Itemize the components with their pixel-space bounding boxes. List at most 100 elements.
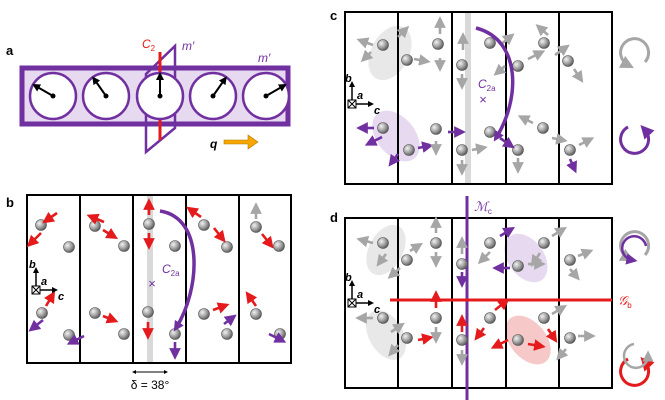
d-rotation-icon-grey-bottom [622,342,654,370]
spin-arrow [551,304,568,317]
c-axis-c: c [374,105,380,117]
spin-arrow [490,338,509,349]
panel-d-label: d [330,210,338,225]
spin-arrow [364,135,383,146]
atom-sphere [456,258,468,270]
spin-arrow [474,327,487,341]
b-grey-plane [147,195,153,363]
c-spin-arrows [356,16,595,176]
c-ellipse-purple [372,110,420,162]
d-ellipse-red [505,315,551,365]
panel-b-label: b [6,195,14,210]
atom-sphere [250,221,262,233]
c-axis-b: b [345,73,352,85]
atom-sphere [377,39,389,51]
c-grey-plane [465,12,471,184]
b-cell-frame [26,194,292,364]
spin-arrow [245,291,258,307]
spin-arrow [360,49,374,63]
atom-sphere [221,328,233,340]
atom-sphere [118,240,130,252]
d-ellipse-grey-top [366,224,406,276]
c-c2a-label: C2a [478,77,496,93]
spin-arrow [260,233,274,249]
b-atoms [35,218,286,341]
spin-arrow [477,251,491,265]
atom-sphere [537,122,549,134]
atom-sphere [512,334,524,346]
panel-c: c C2a × b a c [330,8,655,185]
spin-arrow [42,211,58,224]
spin-arrow [578,137,595,148]
d-rotation-icon-red [619,356,655,387]
spin-arrow [376,253,389,267]
spin-arrow [43,290,56,307]
b-axis-glyph: b a c [29,259,64,303]
atom-sphere [377,122,389,134]
panel-a-label: a [6,43,14,58]
atom-sphere [198,308,210,320]
m-prime-label-2: m′ [258,51,271,65]
spin-arrow [417,141,434,153]
atom-sphere [198,219,210,231]
atom-sphere [430,312,442,324]
spin-arrow [223,314,237,327]
c2-label: C2 [142,37,156,53]
atom-sphere [221,241,233,253]
b-dividers [79,195,240,363]
spin-arrow [471,143,488,155]
atom-sphere [401,254,413,266]
mirror-plane-m-prime [144,43,177,155]
spin-arrow [499,226,516,239]
atom-sphere [142,306,154,318]
atom-sphere [169,328,181,340]
atom-sphere [456,59,468,71]
spin-arrow [102,312,119,324]
spin-arrow [28,318,44,332]
spin-arrow [212,302,230,314]
q-vector-arrow [223,134,259,150]
spin-arrow [417,333,434,345]
c-axis-a: a [357,90,363,102]
spin-arrow [527,339,546,351]
atom-sphere [250,308,262,320]
d-cell-frame [344,217,613,389]
spin-arrow [212,227,226,243]
spin-arrow [494,298,510,312]
atom-sphere [377,312,389,324]
atom-sphere [377,237,389,249]
b-c2a-label: C2a [162,262,180,278]
spin-arrow [268,332,287,343]
b-c2a-rotation-arrow [159,209,196,332]
atom-sphere [564,254,576,266]
atom-sphere [118,328,130,340]
d-spin-arrows [355,216,596,366]
atom-sphere [63,241,75,253]
mc-label: ℳc [474,199,492,216]
gb-label: 𝒢b [618,293,632,310]
spin-arrow [530,252,543,267]
d-axis-b: b [345,272,352,284]
atom-sphere [484,126,496,138]
spin-arrow [356,235,374,248]
spin-vector [212,76,227,97]
atom-sphere [538,237,550,249]
atom-sphere [89,307,101,319]
c-c2a-cross: × [479,92,487,107]
spin-arrow [86,213,105,225]
b-axis-b: b [29,259,36,271]
atom-sphere [512,260,524,272]
atom-sphere [512,60,524,72]
atom-sphere [63,329,75,341]
spin-arrow [409,242,423,255]
panel-b: b C2a × b a c δ = 38° [6,194,292,392]
c-rotation-icon-purple [619,124,655,155]
spin-arrow [388,153,401,167]
spin-arrow [102,227,119,240]
atom-sphere [432,38,444,50]
atom-sphere [401,54,413,66]
spin-arrow [396,25,410,39]
spin-arrow [551,133,568,145]
spin-arrow [387,266,401,279]
